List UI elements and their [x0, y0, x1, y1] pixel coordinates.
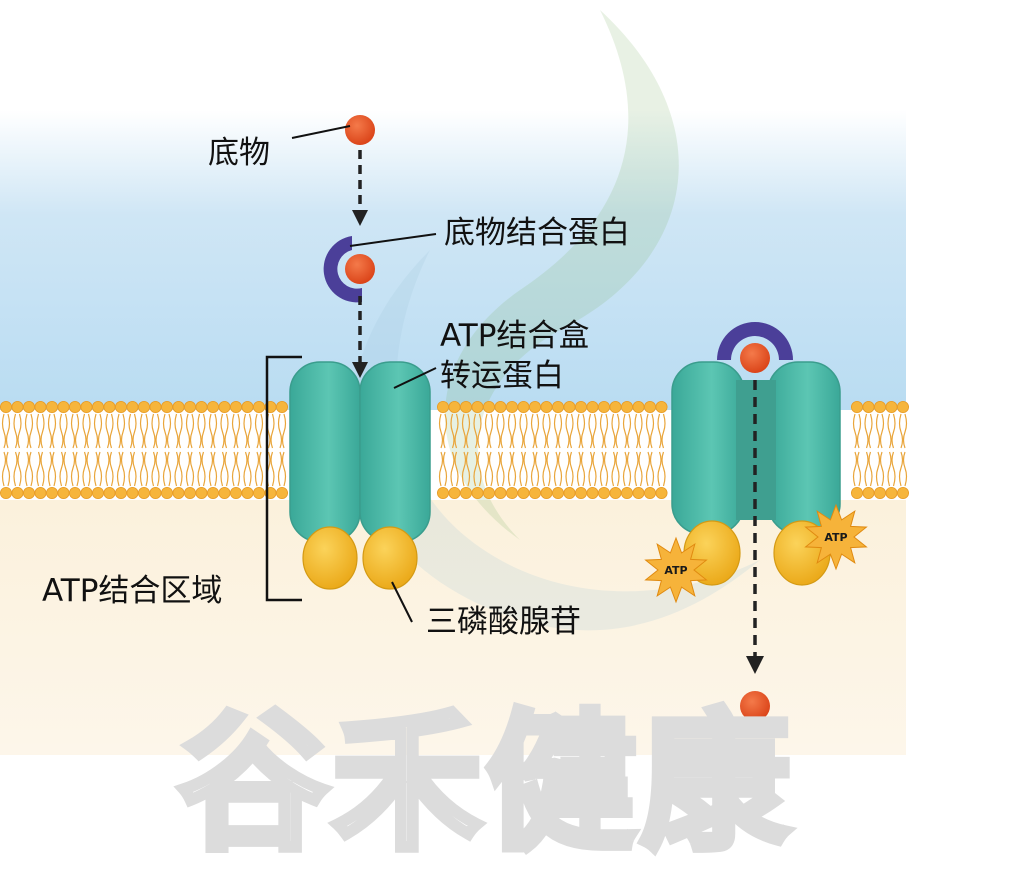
- substrate-released: [740, 691, 770, 721]
- arrow-through-transporter: [746, 380, 764, 674]
- tmd-right-b: [767, 361, 841, 535]
- nbd-left-a: [302, 526, 358, 590]
- leader-transporter: [393, 367, 437, 389]
- label-transporter-line2: 转运蛋白: [440, 358, 564, 394]
- leader-atp: [391, 581, 413, 623]
- arrow-substrate-to-binding-protein: [352, 150, 368, 226]
- arrow-binding-protein-to-transporter: [352, 296, 368, 378]
- label-atp: 三磷酸腺苷: [426, 604, 581, 640]
- tmd-right-a: [671, 361, 745, 535]
- transporter-right: [671, 361, 841, 586]
- substrate-binding-protein-left: [323, 236, 362, 303]
- label-transporter-line1: ATP结合盒: [440, 318, 590, 354]
- leader-binding-protein: [349, 233, 437, 247]
- label-substrate-binding-protein: 底物结合蛋白: [444, 215, 630, 251]
- atp-star-right: ATP: [804, 503, 868, 571]
- label-atp-binding-domain: ATP结合区域: [42, 573, 223, 609]
- label-abc-transporter: ATP结合盒 转运蛋白: [440, 316, 589, 396]
- atp-domain-bracket: [265, 355, 302, 602]
- label-substrate: 底物: [208, 135, 270, 171]
- watermark-text: 谷禾健康: [178, 697, 794, 871]
- substrate-in-channel: [740, 343, 770, 373]
- substrate-free: [345, 115, 375, 145]
- tmd-left-a: [289, 361, 361, 543]
- substrate-bound: [345, 254, 375, 284]
- leader-substrate: [291, 125, 351, 139]
- nbd-left-b: [362, 526, 418, 590]
- atp-badge-left: ATP: [664, 564, 687, 577]
- atp-star-left: ATP: [644, 536, 708, 604]
- atp-badge-right: ATP: [824, 531, 847, 544]
- substrate-binding-protein-right: [717, 322, 793, 360]
- tmd-left-b: [359, 361, 431, 543]
- transporter-left: [289, 361, 431, 590]
- watermark-swirl: [350, 10, 760, 631]
